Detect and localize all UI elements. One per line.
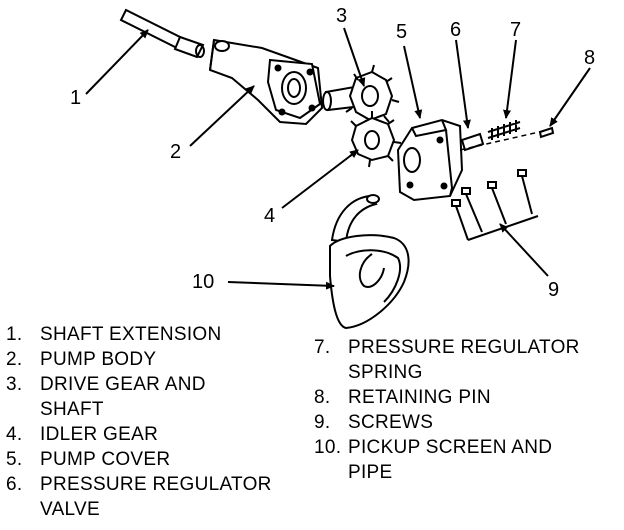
legend-item: 4.IDLER GEAR (6, 424, 159, 445)
legend-right: 7.PRESSURE REGULATOR SPRING 8.RETAINING … (314, 335, 580, 485)
callout-2: 2 (170, 141, 181, 163)
idler-gear (349, 111, 402, 168)
callout-6: 6 (450, 19, 461, 41)
shaft-extension (119, 8, 205, 59)
legend-item: 6.PRESSURE REGULATOR (6, 474, 272, 495)
callout-1: 1 (70, 87, 81, 109)
legend-item: 7.PRESSURE REGULATOR (314, 337, 580, 358)
callout-7: 7 (510, 19, 521, 41)
pump-body (208, 38, 324, 126)
legend-item: 3.DRIVE GEAR AND (6, 374, 206, 395)
callout-5: 5 (396, 21, 407, 43)
callout-8: 8 (584, 47, 595, 69)
legend-item: 8.RETAINING PIN (314, 387, 491, 408)
legend-item: 1.SHAFT EXTENSION (6, 324, 222, 345)
pressure-regulator-spring (487, 120, 521, 140)
pressure-regulator-valve (460, 132, 485, 152)
legend-item: 2.PUMP BODY (6, 349, 157, 370)
legend-item: 5.PUMP COVER (6, 449, 171, 470)
legend-item: 9.SCREWS (314, 412, 434, 433)
callout-9: 9 (548, 279, 559, 301)
screws (451, 169, 539, 241)
pickup-screen-and-pipe (329, 194, 410, 330)
drive-gear-and-shaft (322, 64, 400, 128)
callout-3: 3 (336, 5, 347, 27)
pump-cover (396, 118, 464, 202)
callout-10: 10 (192, 271, 214, 293)
alignment-line (459, 129, 549, 151)
retaining-pin (538, 126, 555, 139)
callout-4: 4 (264, 205, 275, 227)
leader-arrows (85, 27, 591, 290)
legend-item-continued: VALVE (40, 499, 100, 520)
legend-item-continued: PIPE (348, 462, 393, 483)
legend-item-continued: SHAFT (40, 399, 104, 420)
legend-left: 1.SHAFT EXTENSION 2.PUMP BODY 3.DRIVE GE… (6, 322, 272, 522)
legend-item-continued: SPRING (348, 362, 423, 383)
legend-item: 10.PICKUP SCREEN AND (314, 437, 553, 458)
